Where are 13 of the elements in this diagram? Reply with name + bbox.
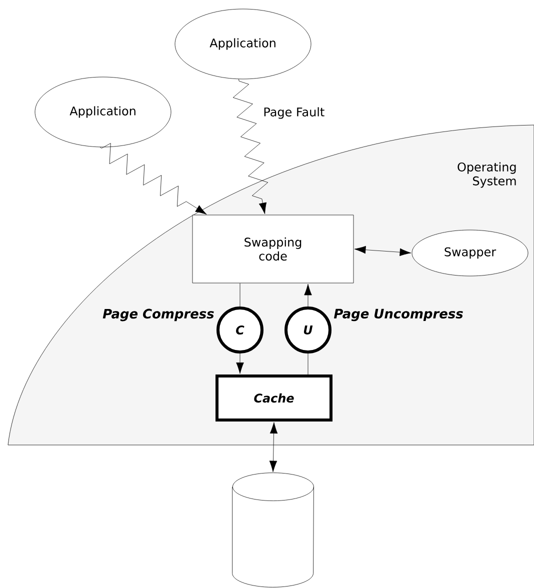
edge-label: Page Fault — [264, 107, 324, 119]
process-label: Page Uncompress — [334, 308, 463, 322]
cache-box: Cache — [216, 374, 332, 422]
arrow — [304, 284, 312, 307]
arrow — [354, 246, 412, 256]
arrow — [269, 422, 278, 472]
region-label: Operating System — [458, 162, 516, 188]
zigzag-arrow — [100, 143, 207, 215]
process-box: Swapping code — [192, 214, 354, 284]
zigzag-arrow — [232, 78, 268, 214]
process-label: Page Compress — [102, 308, 214, 322]
disk-cylinder — [232, 472, 314, 588]
arrow — [236, 353, 244, 374]
